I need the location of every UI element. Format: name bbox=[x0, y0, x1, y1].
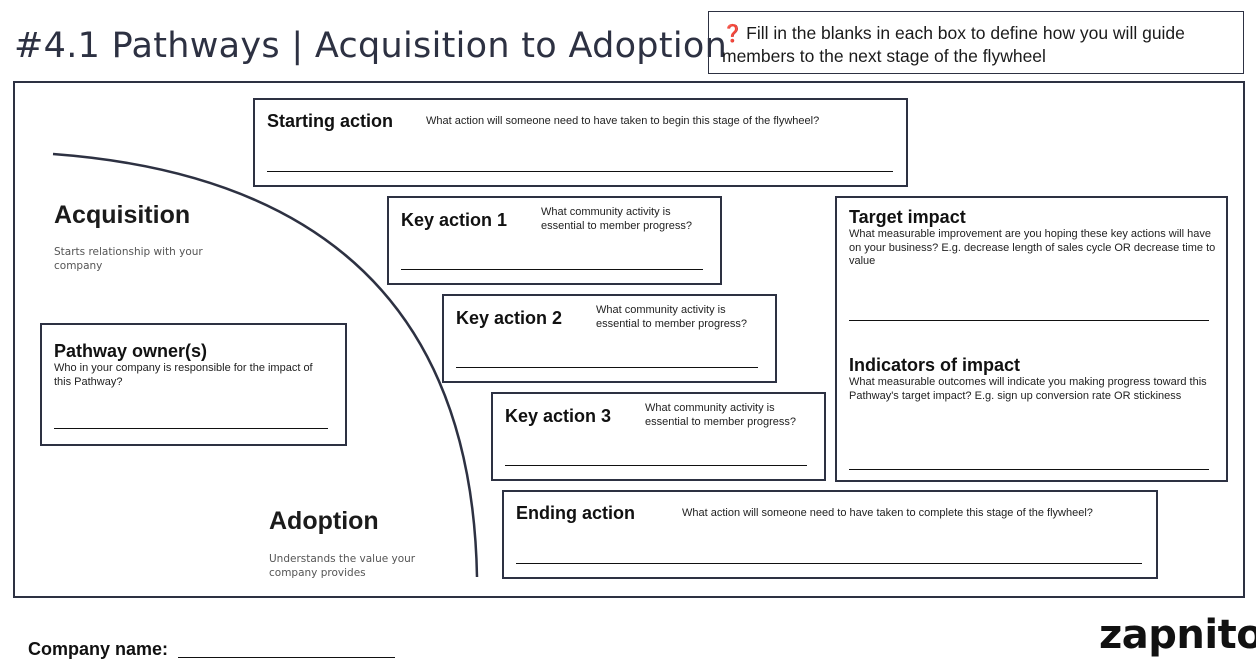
target-impact-title: Target impact bbox=[849, 207, 966, 227]
question-mark-icon: ❓ bbox=[722, 24, 744, 43]
acquisition-title: Acquisition bbox=[54, 201, 191, 229]
starting-action-answer-line[interactable] bbox=[267, 171, 893, 172]
key-action-3-prompt: What community activity is essential to … bbox=[645, 402, 797, 428]
key-action-1-title: Key action 1 bbox=[401, 210, 508, 230]
indicators-of-impact-prompt: What measurable outcomes will indicate y… bbox=[849, 376, 1207, 402]
starting-action-prompt: What action will someone need to have ta… bbox=[426, 115, 820, 127]
ending-action-prompt: What action will someone need to have ta… bbox=[682, 507, 1093, 519]
starting-action-title: Starting action bbox=[267, 111, 394, 131]
pathway-owner-answer-line[interactable] bbox=[54, 428, 328, 429]
canvas-frame bbox=[13, 81, 1245, 598]
indicators-of-impact-answer-line[interactable] bbox=[849, 469, 1209, 470]
impact-box: Target impact What measurable improvemen… bbox=[835, 196, 1228, 482]
indicators-of-impact-title: Indicators of impact bbox=[849, 355, 1021, 375]
pathway-owner-prompt: Who in your company is responsible for t… bbox=[54, 362, 313, 388]
adoption-title: Adoption bbox=[269, 507, 379, 535]
instruction-box: ❓Fill in the blanks in each box to defin… bbox=[708, 11, 1244, 74]
key-action-2-box[interactable]: Key action 2 What community activity is … bbox=[442, 294, 777, 383]
key-action-2-prompt: What community activity is essential to … bbox=[596, 304, 748, 330]
ending-action-answer-line[interactable] bbox=[516, 563, 1142, 564]
key-action-3-answer-line[interactable] bbox=[505, 465, 807, 466]
target-impact-answer-line[interactable] bbox=[849, 320, 1209, 321]
key-action-1-prompt: What community activity is essential to … bbox=[541, 206, 693, 232]
target-impact-prompt: What measurable improvement are you hopi… bbox=[849, 228, 1216, 267]
key-action-3-box[interactable]: Key action 3 What community activity is … bbox=[491, 392, 826, 481]
ending-action-title: Ending action bbox=[516, 503, 635, 523]
page-title: #4.1 Pathways | Acquisition to Adoption bbox=[14, 26, 728, 66]
key-action-2-title: Key action 2 bbox=[456, 308, 563, 328]
key-action-3-title: Key action 3 bbox=[505, 406, 612, 426]
key-action-1-answer-line[interactable] bbox=[401, 269, 703, 270]
company-name-label: Company name: bbox=[28, 639, 169, 659]
ending-action-box[interactable]: Ending action What action will someone n… bbox=[502, 490, 1158, 579]
key-action-1-box[interactable]: Key action 1 What community activity is … bbox=[387, 196, 722, 285]
pathway-owner-title: Pathway owner(s) bbox=[54, 341, 208, 361]
starting-action-box[interactable]: Starting action What action will someone… bbox=[253, 98, 908, 187]
acquisition-description: Starts relationship with your company bbox=[54, 246, 203, 272]
key-action-2-answer-line[interactable] bbox=[456, 367, 758, 368]
zapnito-logo: zapnito bbox=[1099, 612, 1256, 658]
pathway-owner-box[interactable]: Pathway owner(s) Who in your company is … bbox=[40, 323, 347, 446]
company-name-field[interactable] bbox=[178, 657, 395, 658]
adoption-description: Understands the value your company provi… bbox=[269, 553, 416, 579]
instruction-text: Fill in the blanks in each box to define… bbox=[722, 23, 1185, 66]
